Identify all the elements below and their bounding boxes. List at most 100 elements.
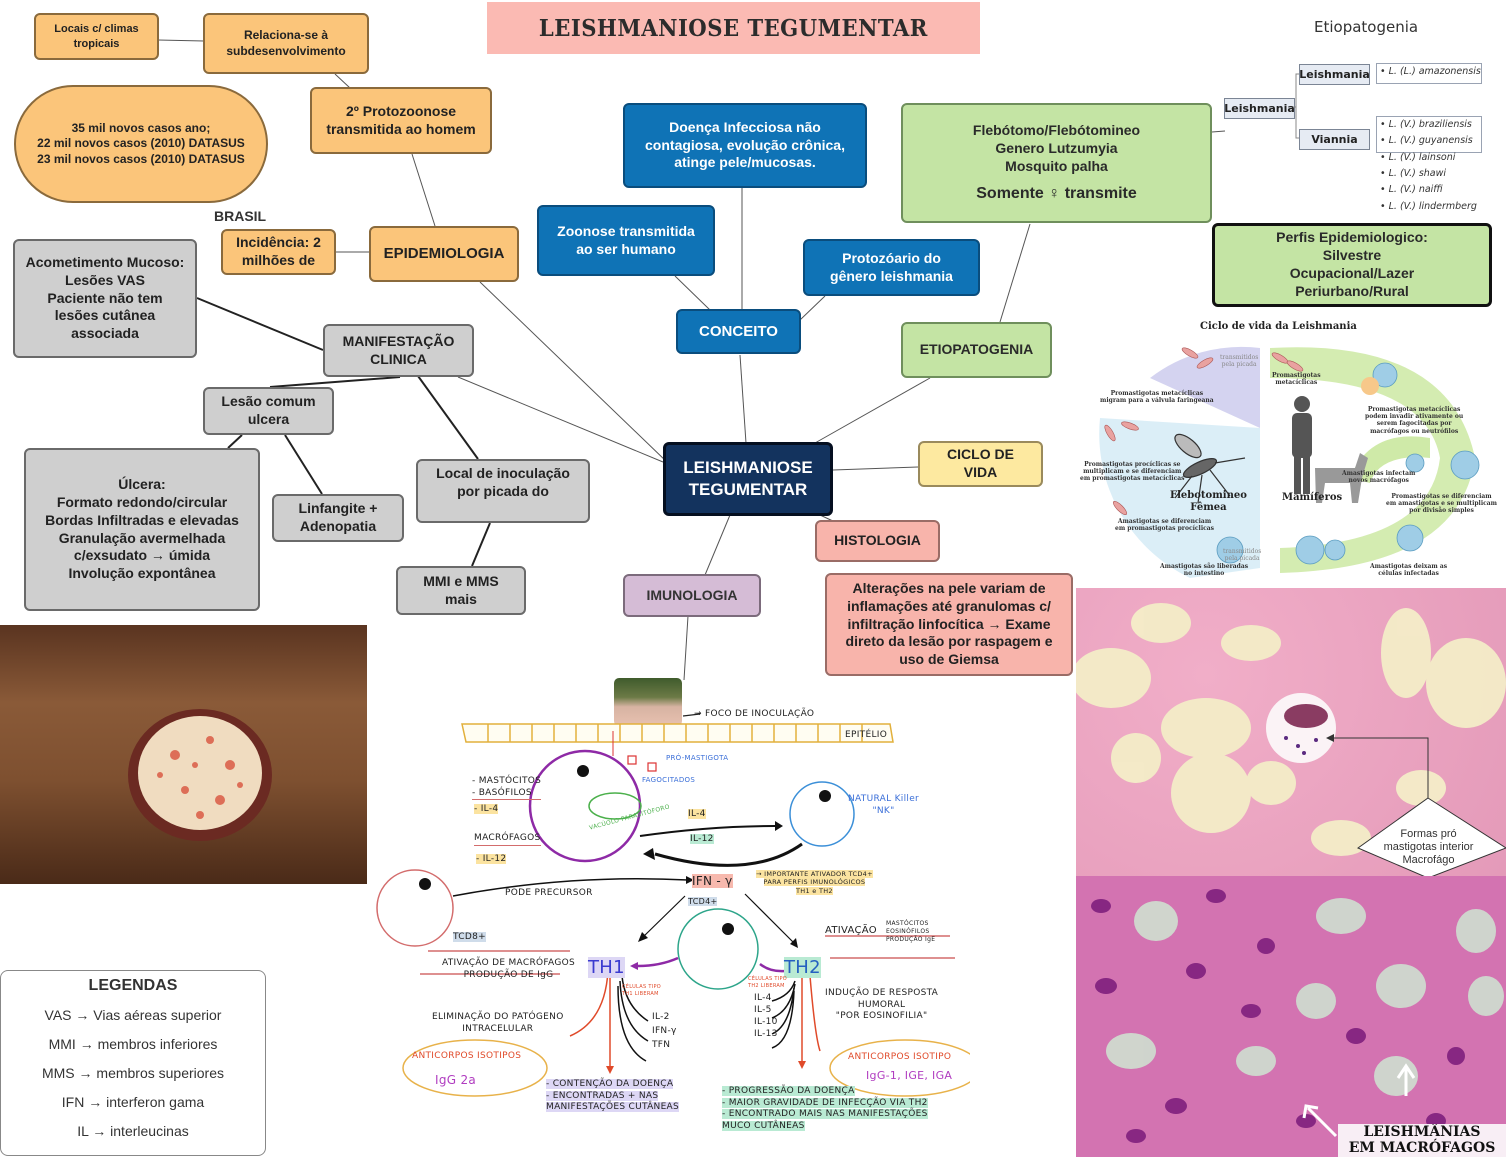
human-silhouette-icon <box>1292 396 1312 494</box>
link-manifestacao-center <box>457 376 664 463</box>
node-manifestacao-clinica[interactable]: MANIFESTAÇÃO CLINICA <box>323 324 474 377</box>
tcd4-label: TCD4+ <box>688 897 718 907</box>
link-vetor-etiotree <box>1211 130 1226 133</box>
link-manifestacao-lesao <box>269 376 401 388</box>
link-protozoonose-epidemiologia <box>411 153 436 227</box>
macrophage-icons <box>1216 362 1480 565</box>
th2-antibody-title: ANTICORPOS ISOTIPO <box>848 1052 952 1062</box>
il12-arrow-text: IL-12 <box>690 834 714 844</box>
node-locais-climas[interactable]: Locais c/ climas tropicais <box>34 13 159 60</box>
link-mucoso-manifestacao <box>196 297 324 351</box>
node-conceito[interactable]: CONCEITO <box>676 309 801 354</box>
il12-arrow-label: IL-12 <box>690 834 714 846</box>
ativacao-list: MASTÓCITOS EOSINÓFILOS PRODUÇÃO IgE <box>886 920 936 943</box>
title-banner: LEISHMANIOSE TEGUMENTAR <box>487 2 980 54</box>
promastigota-label: PRÓ-MASTIGOTA <box>666 754 729 762</box>
species-frame-viannia <box>1376 116 1482 153</box>
life-cycle-art <box>1099 346 1480 578</box>
th1-antibody-ellipse <box>402 1039 548 1097</box>
etio-root-leishmania: Leishmania <box>1224 98 1295 119</box>
nk-cell <box>789 781 855 847</box>
link-zoonose-conceito <box>674 275 711 311</box>
ulcer-illustration <box>128 709 272 841</box>
node-etiopatogenia[interactable]: ETIOPATOGENIA <box>901 322 1052 378</box>
node-local-inoculacao[interactable]: Local de inoculação por picada do <box>416 459 590 523</box>
histology-caption: LEISHMÂNIAS EM MACRÓFAGOS <box>1338 1124 1506 1157</box>
node-ulcera[interactable]: Úlcera: Formato redondo/circular Bordas … <box>24 448 260 611</box>
etio-tree-lines <box>1293 73 1299 139</box>
vetor-text: Flebótomo/Flebótomineo Genero Lutzumyia … <box>972 121 1141 174</box>
sandfly-bite-photo <box>614 678 682 726</box>
th2-outcome-text: - PROGRESSÃO DA DOENÇA - MAIOR GRAVIDADE… <box>722 1086 928 1132</box>
th2-label: TH2 <box>784 956 821 979</box>
th2-cells-text: CÉLULAS TIPO TH2 LIBERAM <box>748 976 788 989</box>
mammal-inner-arc <box>1350 436 1430 483</box>
page-title: LEISHMANIOSE TEGUMENTAR <box>539 14 928 42</box>
legend-item: VAS → Vias aéreas superior <box>44 1007 222 1023</box>
node-ciclo-de-vida[interactable]: CICLO DE VIDA <box>918 441 1043 487</box>
node-imunologia[interactable]: IMUNOLOGIA <box>623 574 761 617</box>
histology-photo-smear: Formas pró mastigotas interior Macrofágo <box>1076 588 1506 876</box>
histology-callout: Formas pró mastigotas interior Macrofágo <box>1383 828 1474 867</box>
cycle-step: Promastigotas metacíclicas <box>1272 372 1321 387</box>
tcd8-label: TCD8+ <box>453 932 486 944</box>
node-perfis-epidemiologicos[interactable]: Perfis Epidemiologico: Silvestre Ocupaci… <box>1212 223 1492 307</box>
cycle-host-vector: Flebotomineo Fêmea <box>1170 490 1247 513</box>
cycle-step: Amastigotas infectam novos macrófagos <box>1342 470 1416 485</box>
link-protozoario-conceito <box>799 295 826 321</box>
node-acometimento-mucoso[interactable]: Acometimento Mucoso: Lesões VAS Paciente… <box>13 239 197 358</box>
link-epidemiologia-center <box>479 281 669 464</box>
ifn-gamma-label: IFN - γ <box>692 874 733 890</box>
mastocitos-label: - MASTÓCITOS - BASÓFILOS <box>472 776 542 801</box>
node-casos-datasus[interactable]: 35 mil novos casos ano; 22 mil novos cas… <box>14 85 268 203</box>
life-cycle-diagram: Ciclo de vida da Leishmania <box>1080 318 1500 588</box>
th1-outcome-text: - CONTENÇÃO DA DOENÇA - ENCONTRADAS + NA… <box>546 1079 680 1113</box>
link-imunologia-center <box>704 514 731 576</box>
node-epidemiologia[interactable]: EPIDEMIOLOGIA <box>369 226 519 282</box>
node-doenca-infecciosa[interactable]: Doença Infecciosa não contagiosa, evoluç… <box>623 103 867 188</box>
etio-sub-viannia: Viannia <box>1299 129 1370 150</box>
smear-illustration <box>1076 603 1506 876</box>
pode-label: PODE PRECURSOR <box>505 888 593 898</box>
tcd4-text: TCD4+ <box>688 897 718 906</box>
node-linfangite[interactable]: Linfangite + Adenopatia <box>272 494 404 542</box>
th1-antibody-title: ANTICORPOS ISOTIPOS <box>412 1051 522 1061</box>
cycle-step: Promastigotas metacíclicas podem invadir… <box>1365 406 1464 435</box>
th2-text: TH2 <box>784 957 821 978</box>
cycle-host-mammal: Mamíferos <box>1282 492 1343 503</box>
node-incidencia[interactable]: Incidência: 2 milhões de <box>221 229 336 275</box>
node-protozoonose[interactable]: 2º Protozoonose transmitida ao homem <box>310 87 492 154</box>
species-item: • L. (V.) braziliensis <box>1380 119 1472 130</box>
node-mmi-mms[interactable]: MMI e MMS mais <box>396 566 526 615</box>
species-item: • L. (V.) naiffi <box>1380 184 1443 195</box>
th1-antibody: IgG 2a <box>435 1073 477 1087</box>
node-protozoario[interactable]: Protozóario do gênero leishmania <box>803 239 980 296</box>
node-vetor[interactable]: Flebótomo/Flebótomineo Genero Lutzumyia … <box>901 103 1212 223</box>
epithelium-strip <box>461 723 894 743</box>
th1-outcome: - CONTENÇÃO DA DOENÇA - ENCONTRADAS + NA… <box>546 1079 680 1114</box>
legend-item: MMS → membros superiores <box>41 1065 225 1081</box>
foco-label: → FOCO DE INOCULAÇÃO <box>694 709 815 719</box>
node-histologia[interactable]: HISTOLOGIA <box>815 520 940 562</box>
histology-photo-tissue: LEISHMÂNIAS EM MACRÓFAGOS <box>1076 876 1506 1157</box>
neutrophil-icon <box>1361 377 1379 395</box>
node-relaciona-subdesenvolvimento[interactable]: Relaciona-se à subdesenvolvimento <box>203 13 369 74</box>
macrophage-cell <box>528 749 642 863</box>
node-leishmaniose-tegumentar[interactable]: LEISHMANIOSE TEGUMENTAR <box>663 442 833 516</box>
legend-item: IFN → interferon gama <box>61 1094 205 1110</box>
node-histologia-texto[interactable]: Alterações na pele variam de inflamações… <box>825 573 1073 676</box>
cycle-step: transmitidos pela picada <box>1220 354 1259 369</box>
node-lesao-comum[interactable]: Lesão comum ulcera <box>203 387 334 435</box>
legend-item: MMI → membros inferiores <box>48 1036 218 1052</box>
legend-box: LEGENDAS VAS → Vias aéreas superior MMI … <box>0 970 266 1156</box>
pointer-arrows <box>1302 1063 1416 1138</box>
th2-outcome: - PROGRESSÃO DA DOENÇA - MAIOR GRAVIDADE… <box>722 1086 928 1133</box>
label-brasil: BRASIL <box>214 208 267 224</box>
species-item: • L. (V.) lindermberg <box>1380 201 1477 212</box>
node-zoonose[interactable]: Zoonose transmitida ao ser humano <box>537 205 715 276</box>
fagocitados-label: FAGOCITADOS <box>642 776 696 784</box>
cycle-step: Amastigotas se diferenciam em promastigo… <box>1115 518 1215 533</box>
nk-label: NATURAL Killer "NK" <box>848 794 920 816</box>
etio-diagram-title: Etiopatogenia <box>1314 18 1419 36</box>
